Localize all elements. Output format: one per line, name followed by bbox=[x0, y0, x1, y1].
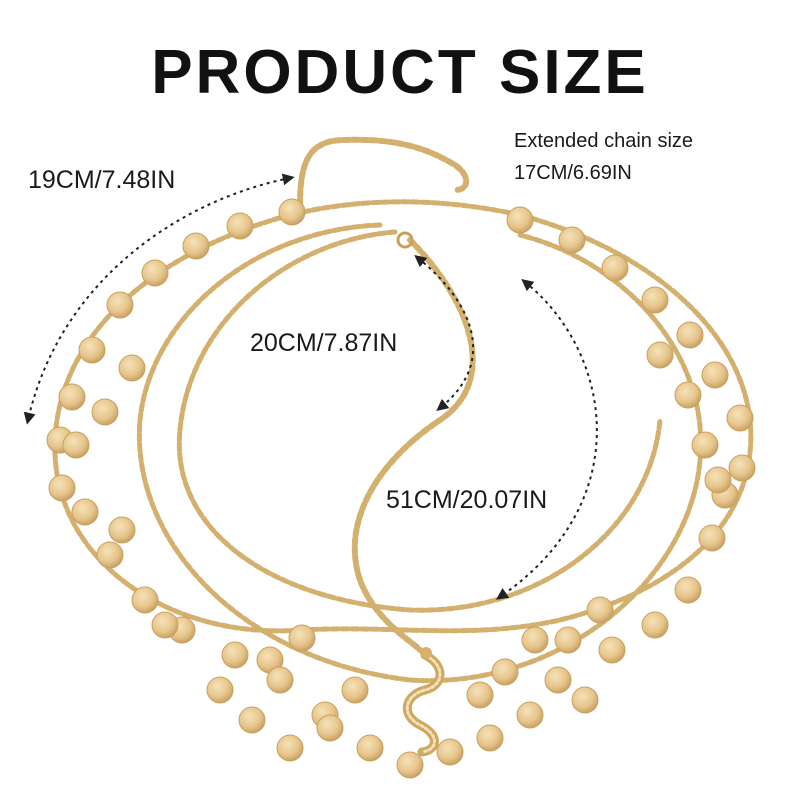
side-chain-size-label: 19CM/7.48IN bbox=[28, 166, 176, 194]
measure-arrows bbox=[23, 173, 598, 600]
chains bbox=[52, 136, 754, 684]
lobster-clasp bbox=[396, 231, 414, 249]
page-title: PRODUCT SIZE bbox=[151, 38, 649, 107]
inner-chain bbox=[176, 229, 663, 613]
drop-chain-size-label: 20CM/7.87IN bbox=[250, 329, 398, 357]
front-chain-arrow bbox=[496, 278, 598, 600]
extended-chain-title: Extended chain size bbox=[514, 130, 694, 152]
coins-inner bbox=[206, 624, 599, 779]
front-chain-size-label: 51CM/20.07IN bbox=[386, 486, 548, 514]
coins-middle bbox=[62, 341, 732, 729]
snake-pendant-icon bbox=[403, 647, 445, 757]
extended-chain-size-label: 17CM/6.69IN bbox=[514, 162, 632, 184]
drop-chain-arrow bbox=[414, 254, 475, 412]
extended-chain bbox=[297, 136, 470, 208]
drop-chain bbox=[351, 237, 476, 653]
